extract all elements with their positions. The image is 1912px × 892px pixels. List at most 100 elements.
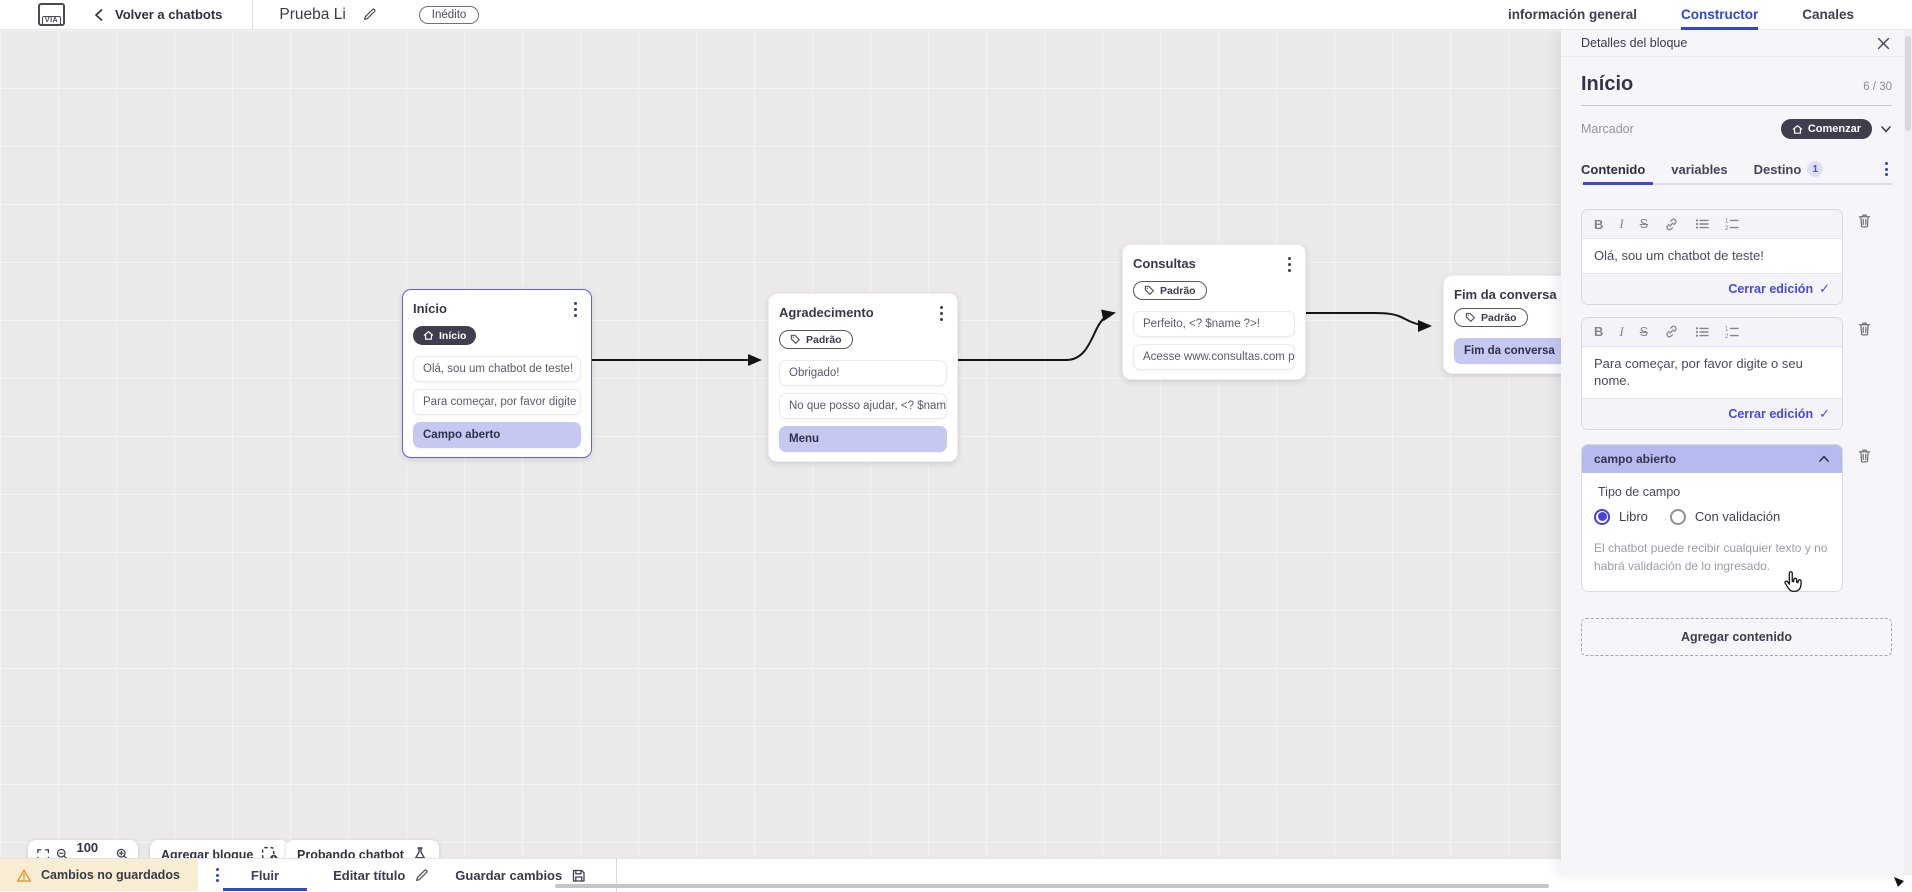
block-item[interactable]: Olá, sou um chatbot de teste!	[413, 356, 581, 383]
back-label: Volver a chatbots	[115, 7, 223, 22]
delete-content-icon[interactable]	[1856, 212, 1873, 229]
block-item[interactable]: Acesse www.consultas.com par...	[1133, 344, 1295, 371]
block-name-input[interactable]: Início	[1581, 73, 1634, 95]
fullscreen-icon[interactable]	[37, 848, 50, 859]
bullet-list-icon[interactable]	[1695, 325, 1709, 339]
add-block-button[interactable]: Agregar bloque	[150, 840, 290, 859]
tab-destino[interactable]: Destino 1	[1754, 154, 1824, 184]
topbar-divider	[252, 0, 254, 30]
close-edit-button[interactable]: Cerrar edición	[1728, 281, 1814, 296]
block-title: Fim da conversa	[1454, 287, 1557, 302]
top-bar: VIA Volver a chatbots Prueba Li Inédito …	[0, 0, 1912, 30]
tab-constructor[interactable]: Constructor	[1680, 0, 1759, 30]
bold-icon[interactable]: B	[1594, 324, 1604, 340]
bottombar-divider	[616, 858, 618, 892]
bold-icon[interactable]: B	[1594, 216, 1604, 232]
back-to-chatbots-button[interactable]: Volver a chatbots	[93, 7, 222, 22]
active-flow-tab-underline	[222, 888, 308, 891]
tab-contenido[interactable]: Contenido	[1581, 161, 1646, 177]
open-field-header[interactable]: campo abierto	[1582, 444, 1842, 473]
block-title: Consultas	[1133, 256, 1196, 271]
add-block-label: Agregar bloque	[161, 847, 254, 859]
add-content-button[interactable]: Agregar contenido	[1581, 617, 1892, 656]
flow-block-consultas[interactable]: Consultas Padrão Perfeito, <? $name ?>! …	[1122, 244, 1306, 381]
mouse-cursor-hand	[1782, 570, 1804, 594]
delete-content-icon[interactable]	[1856, 320, 1873, 337]
message-text[interactable]: Para começar, por favor digite o seu nom…	[1594, 355, 1803, 389]
rich-text-toolbar: B I S	[1582, 210, 1842, 239]
home-icon	[423, 331, 434, 341]
flow-block-inicio[interactable]: Início Início Olá, sou um chatbot de tes…	[402, 289, 592, 459]
flask-icon	[414, 847, 426, 858]
marker-label: Marcador	[1581, 122, 1634, 136]
italic-icon[interactable]: I	[1619, 216, 1624, 231]
content-editor-1: B I S	[1581, 209, 1843, 305]
block-item[interactable]: Obrigado!	[779, 360, 947, 387]
tab-fluir[interactable]: Fluir	[222, 859, 308, 891]
check-icon: ✓	[1819, 280, 1830, 296]
save-changes-button[interactable]: Guardar cambios	[455, 868, 586, 883]
zoom-out-icon[interactable]	[56, 847, 69, 858]
destino-count-badge: 1	[1807, 161, 1824, 177]
strikethrough-icon[interactable]: S	[1639, 324, 1649, 339]
radio-label: Con validación	[1694, 509, 1781, 525]
chevron-down-icon	[1881, 126, 1891, 133]
marker-select[interactable]: Comenzar	[1780, 119, 1892, 139]
zoom-level: 100 %	[76, 839, 99, 859]
tab-canales[interactable]: Canales	[1802, 6, 1854, 22]
italic-icon[interactable]: I	[1619, 323, 1624, 339]
strikethrough-icon[interactable]: S	[1639, 217, 1649, 231]
delete-content-icon[interactable]	[1856, 447, 1873, 464]
link-icon[interactable]	[1664, 217, 1679, 232]
message-text[interactable]: Olá, sou um chatbot de teste!	[1594, 248, 1764, 263]
flow-menu-icon[interactable]	[212, 864, 223, 885]
close-edit-button[interactable]: Cerrar edición	[1728, 406, 1814, 421]
block-menu-icon[interactable]	[570, 299, 581, 320]
chevron-left-icon	[95, 8, 103, 21]
test-chatbot-button[interactable]: Probando chatbot	[286, 840, 439, 858]
edit-title-label: Editar título	[333, 867, 406, 883]
numbered-list-icon[interactable]: 1 2	[1725, 325, 1739, 339]
unsaved-changes-label: Cambios no guardados	[41, 868, 180, 882]
block-item[interactable]: No que posso ajudar, <? $name ...	[779, 393, 947, 420]
edit-title-icon[interactable]	[362, 7, 377, 22]
flow-block-fim-da-conversa[interactable]: Fim da conversa Padrão Fim da conversa	[1443, 275, 1561, 374]
flow-block-agradecimento[interactable]: Agradecimento Padrão Obrigado! No que po…	[768, 293, 958, 463]
active-tab-underline	[1583, 182, 1653, 185]
block-title: Início	[413, 301, 447, 316]
tab-informacion-general[interactable]: información general	[1507, 6, 1637, 22]
horizontal-scrollbar[interactable]	[555, 884, 1549, 888]
panel-title: Detalles del bloque	[1581, 36, 1688, 50]
bullet-list-icon[interactable]	[1695, 217, 1709, 231]
vertical-scrollbar-thumb[interactable]	[1905, 36, 1911, 131]
tab-variables[interactable]: variables	[1671, 161, 1728, 177]
radio-option-libro[interactable]: Libro	[1594, 508, 1648, 525]
pencil-icon	[416, 868, 428, 881]
zoom-in-icon[interactable]	[116, 847, 129, 858]
block-menu-icon[interactable]	[1284, 254, 1295, 275]
block-item[interactable]: Para começar, por favor digite o ...	[413, 389, 581, 416]
test-chatbot-label: Probando chatbot	[297, 847, 404, 859]
radio-option-con-validacion[interactable]: Con validación	[1669, 508, 1781, 525]
block-item-selected[interactable]: Campo aberto	[413, 422, 581, 449]
close-panel-icon[interactable]	[1875, 35, 1892, 52]
zoom-controls: 100 %	[28, 840, 138, 858]
vertical-scrollbar[interactable]	[1904, 30, 1912, 875]
corner-arrow-icon	[1893, 876, 1905, 888]
warning-icon	[16, 868, 32, 882]
numbered-list-icon[interactable]: 1 2	[1725, 217, 1739, 231]
flow-canvas[interactable]: Início Início Olá, sou um chatbot de tes…	[0, 30, 1561, 858]
svg-text:1: 1	[1725, 326, 1729, 332]
panel-menu-icon[interactable]	[1881, 158, 1892, 179]
block-menu-icon[interactable]	[936, 303, 947, 324]
block-item-selected[interactable]: Menu	[779, 426, 947, 453]
block-item[interactable]: Perfeito, <? $name ?>!	[1133, 311, 1295, 338]
edit-title-button[interactable]: Editar título	[333, 868, 429, 883]
open-field-section: campo abierto Tipo de campo Libro	[1581, 443, 1843, 592]
add-block-icon	[262, 846, 278, 858]
chevron-up-icon	[1819, 455, 1829, 462]
block-item-selected[interactable]: Fim da conversa	[1454, 338, 1561, 364]
link-icon[interactable]	[1664, 324, 1679, 339]
block-title: Agradecimento	[779, 305, 874, 320]
chatbot-title: Prueba Li	[279, 5, 346, 23]
